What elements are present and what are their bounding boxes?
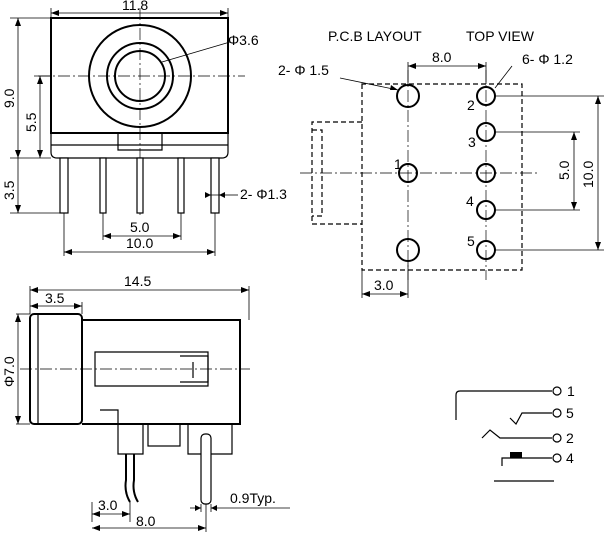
dim-side-length: 14.5: [124, 273, 151, 289]
dim-body-dia: Φ7.0: [1, 356, 17, 387]
schematic-pin-1: 1: [567, 383, 575, 399]
schematic-pin-4: 4: [566, 450, 574, 466]
schematic-pin-2: 2: [566, 430, 574, 446]
heading-pcb-layout: P.C.B LAYOUT: [328, 28, 422, 44]
pcb-pin-5: 5: [467, 233, 475, 249]
schematic: 1 5 2 4: [455, 383, 575, 482]
dim-center-height: 5.5: [23, 112, 39, 132]
pcb-pin-2: 2: [467, 97, 475, 113]
dim-width: 11.8: [122, 0, 148, 13]
pcb-pin-3: 3: [468, 134, 476, 150]
pcb-layout: P.C.B LAYOUT TOP VIEW 1 2 3 4 5 8.0: [278, 28, 604, 298]
front-view: 11.8 Φ3.6 9.0 5.5 3.5 2- Φ1.3 5.0: [1, 0, 287, 256]
dim-pin-span: 10.0: [126, 235, 153, 251]
schematic-pin-5: 5: [566, 405, 574, 421]
dim-pin-thickness: 0.9Typ.: [230, 490, 276, 506]
side-view: 14.5 3.5 Φ7.0 3.0 8.0 0.9Typ.: [1, 273, 290, 532]
dim-total-height: 9.0: [1, 88, 17, 108]
dim-pin-length: 3.5: [1, 180, 17, 200]
pcb-pin-4: 4: [466, 193, 474, 209]
dim-vert-span: 10.0: [580, 161, 596, 188]
dim-pin-offset: 3.0: [98, 497, 118, 513]
dim-offset: 3.0: [374, 277, 394, 293]
pcb-pin-1: 1: [394, 156, 402, 172]
dim-pin-dia: 2- Φ1.3: [240, 186, 287, 202]
dim-pin-span-side: 8.0: [136, 513, 156, 529]
dim-pin-pitch: 5.0: [130, 219, 150, 235]
heading-top-view: TOP VIEW: [466, 28, 535, 44]
dim-nose-length: 3.5: [45, 290, 65, 306]
dim-vert-pitch: 5.0: [556, 160, 572, 180]
dim-big-hole-pitch: 8.0: [432, 49, 452, 65]
dim-big-hole-dia: 2- Φ 1.5: [278, 62, 329, 78]
dim-hole-dia: Φ3.6: [228, 32, 259, 48]
dim-small-hole-dia: 6- Φ 1.2: [522, 51, 573, 67]
